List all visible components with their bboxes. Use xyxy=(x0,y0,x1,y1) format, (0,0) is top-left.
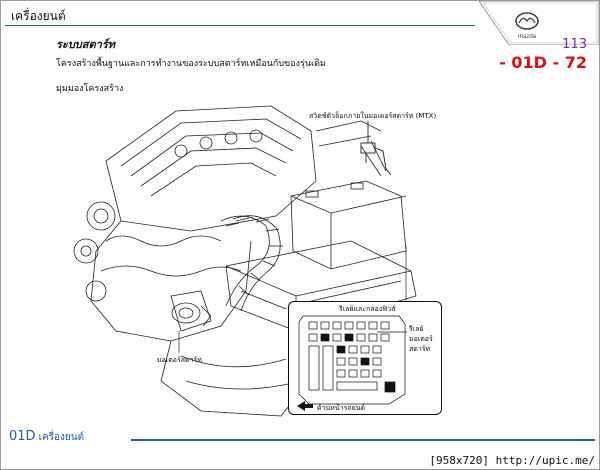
label-fuse-box: รีเลย์และกล่องฟิวส์ xyxy=(339,305,396,313)
section-tab: เครื่องยนต์ xyxy=(11,9,66,23)
footer-code: 01D xyxy=(9,429,36,444)
engine-line-drawing xyxy=(73,105,417,417)
label-relay-line3: สตาร์ท xyxy=(409,345,431,353)
footer-divider xyxy=(131,439,595,441)
page-description: โครงสร้างพื้นฐานและการทำงานของระบบสตาร์ท… xyxy=(56,59,326,69)
section-subheading: มุมมองโครงสร้าง xyxy=(56,84,124,94)
engine-diagram: สวิตช์ตัวล็อกภายในมอเตอร์สตาร์ท (MTX) มอ… xyxy=(61,91,451,421)
mazda-logo-icon: mazda xyxy=(478,1,599,45)
label-vehicle-front: ด้านหน้ารถยนต์ xyxy=(317,404,366,412)
footer-section-name: เครื่องยนต์ xyxy=(38,432,85,443)
page-title: ระบบสตาร์ท xyxy=(56,38,115,51)
page-number: 113 xyxy=(562,37,587,52)
label-relay-line2: มอเตอร์ xyxy=(409,335,433,343)
fuse-box-drawing xyxy=(297,315,407,411)
label-relay-line1: รีเลย์ xyxy=(409,325,424,333)
label-starter-motor: มอเตอร์สตาร์ท xyxy=(157,356,202,364)
logo-text: mazda xyxy=(518,34,537,40)
label-clutch-interlock-switch: สวิตช์ตัวล็อกภายในมอเตอร์สตาร์ท (MTX) xyxy=(309,112,437,120)
image-watermark: [958x720] http://upic.me/ xyxy=(427,454,597,467)
header-divider xyxy=(5,25,475,26)
page-code: - 01D - 72 xyxy=(499,53,587,72)
fuse-box-inset: รีเลย์และกล่องฟิวส์ รีเลย์ มอเ xyxy=(288,301,442,415)
